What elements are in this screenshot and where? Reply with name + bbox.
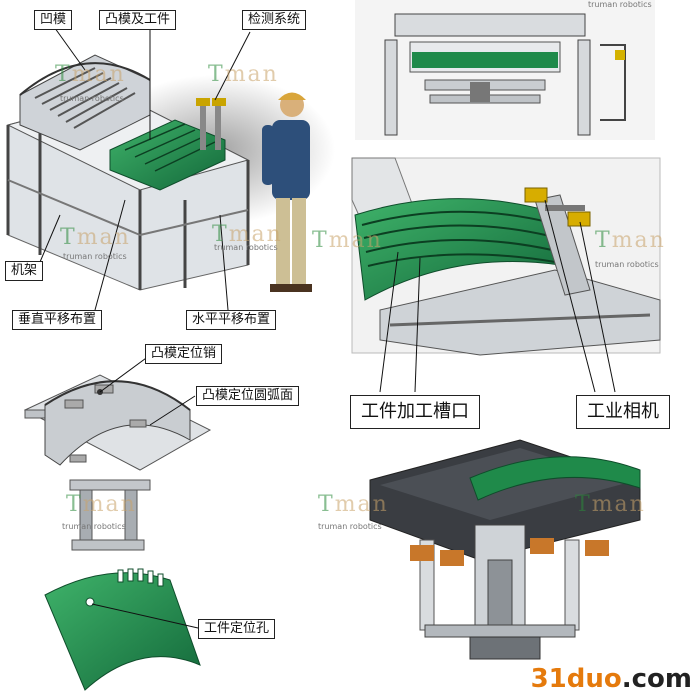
machine-overview [6, 54, 335, 292]
watermark-logo-5: Tman [60, 225, 131, 250]
watermark-sub-7: truman robotics [62, 522, 126, 531]
label-frame: 机架 [5, 261, 44, 281]
label-male-die-pin: 凸模定位销 [145, 344, 223, 364]
watermark-logo-9: Tman [575, 492, 646, 517]
label-inspection-system: 检测系统 [242, 10, 307, 30]
label-female-die: 凹模 [34, 10, 73, 30]
watermark-logo-7: Tman [66, 492, 137, 517]
male-die-detail [23, 374, 212, 551]
inspection-closeup [351, 157, 661, 356]
site-brand: 31duo.com [530, 664, 692, 694]
label-workpiece-hole: 工件定位孔 [198, 619, 276, 639]
label-workpiece-groove: 工件加工槽口 [350, 395, 480, 429]
leader-lines [39, 23, 616, 629]
label-industrial-camera: 工业相机 [576, 395, 670, 429]
top-detail [355, 0, 655, 140]
watermark-logo-4: Tman [595, 228, 666, 253]
watermark-sub-5: truman robotics [63, 252, 127, 261]
watermark-logo-2: Tman [208, 62, 279, 87]
watermark-logo-1: Tman [55, 62, 126, 87]
watermark-logo-3: Tman [312, 228, 383, 253]
label-male-die-workpiece: 凸模及工件 [99, 10, 177, 30]
watermark-sub-1: truman robotics [60, 94, 124, 103]
workpiece-detail [44, 568, 201, 691]
lift-mechanism [369, 439, 641, 660]
watermark-sub-8: truman robotics [318, 522, 382, 531]
watermark-sub-6: truman robotics [214, 243, 278, 252]
watermark-logo-8: Tman [318, 492, 389, 517]
workpiece-hole-dot [85, 597, 95, 607]
label-male-die-arc: 凸模定位圆弧面 [196, 386, 300, 406]
label-horizontal-translation: 水平平移布置 [186, 310, 277, 330]
label-vertical-translation: 垂直平移布置 [12, 310, 103, 330]
watermark-sub-top: truman robotics [588, 0, 652, 9]
watermark-logo-6: Tman [212, 222, 283, 247]
watermark-sub-4: truman robotics [595, 260, 659, 269]
